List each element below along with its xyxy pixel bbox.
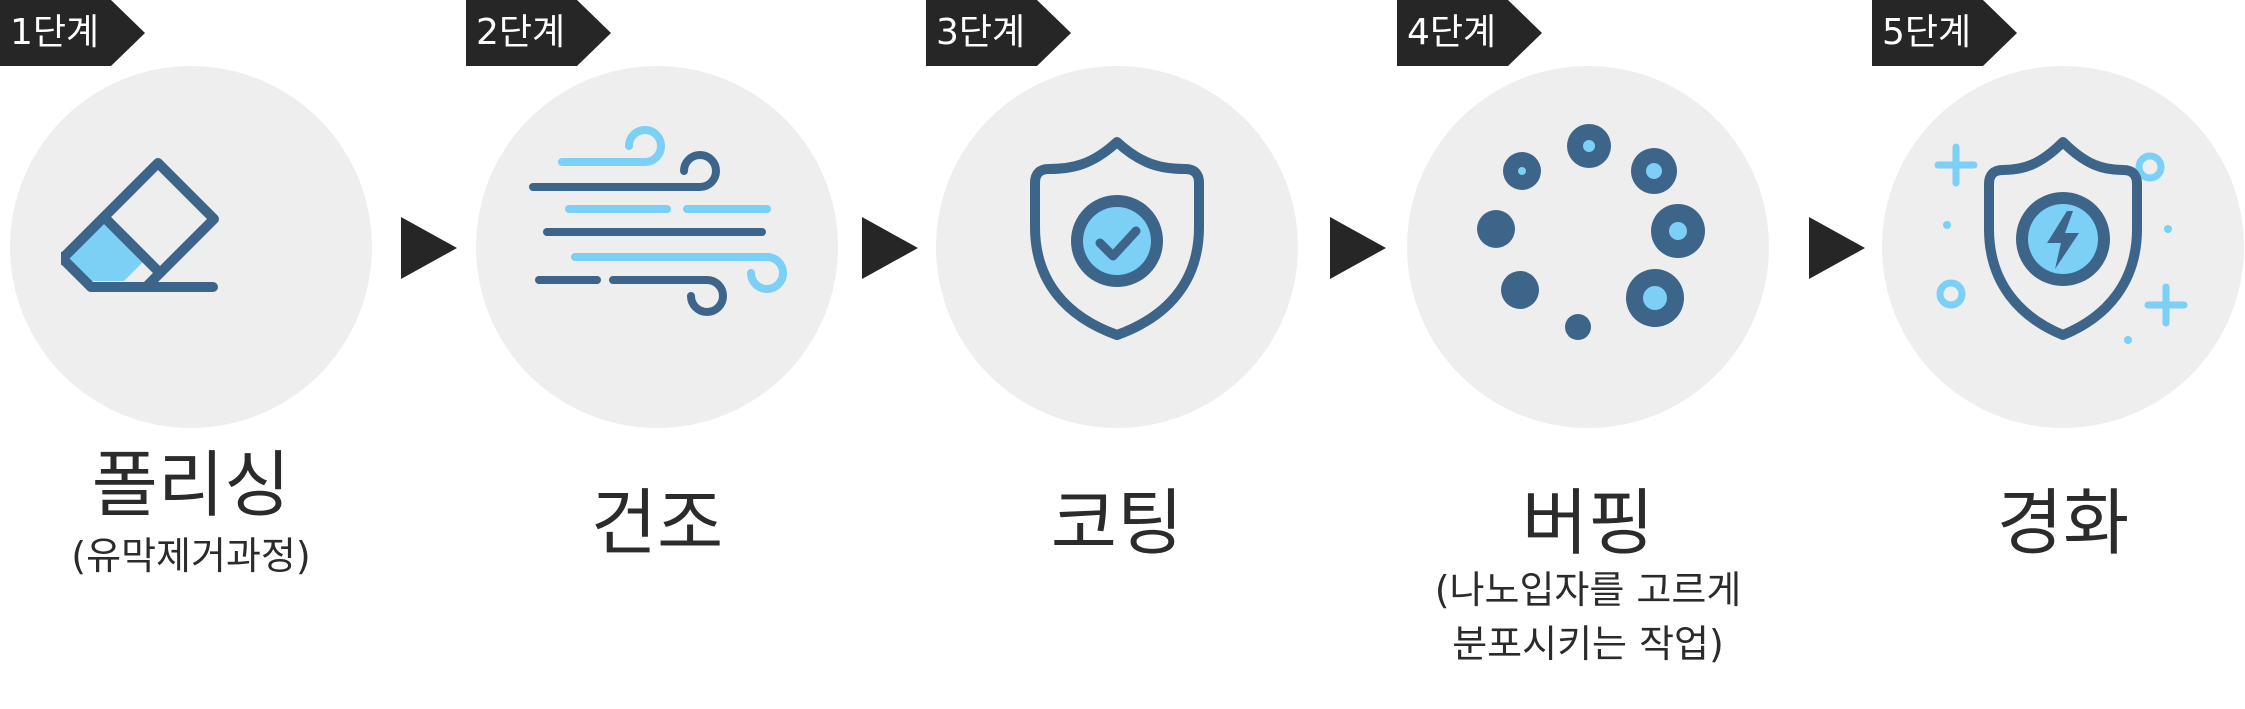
shield-check-icon	[1030, 137, 1204, 340]
eraser-icon	[61, 158, 219, 292]
shield-lightning-icon	[1934, 137, 2188, 344]
step-subtitle-line-2: 분포시키는 작업)	[1452, 622, 1724, 666]
step-5: 5단계 경화	[1872, 0, 2244, 709]
icon-circle	[476, 66, 838, 428]
step-title: 건조	[590, 481, 724, 565]
arrow-right-icon	[401, 217, 457, 279]
step-3: 3단계 코팅	[926, 0, 1298, 709]
step-tag: 1단계	[0, 0, 146, 66]
icon-circle	[1882, 66, 2244, 428]
step-tag: 4단계	[1397, 0, 1543, 66]
step-title: 경화	[1996, 481, 2130, 565]
wind-icon	[529, 126, 787, 316]
arrow-right-icon	[1809, 217, 1865, 279]
step-title: 버핑	[1521, 481, 1655, 565]
step-subtitle-line-1: (나노입자를 고르게	[1434, 568, 1742, 612]
icon-circle	[1407, 66, 1769, 428]
step-4: 4단계 버핑 (나노입자를 고르게 분포시키는 작업)	[1397, 0, 1769, 709]
step-tag: 2단계	[466, 0, 612, 66]
icon-circle	[936, 66, 1298, 428]
particles-icon	[1477, 124, 1705, 340]
step-tag: 5단계	[1872, 0, 2018, 66]
step-subtitle-line-1: (유막제거과정)	[71, 534, 311, 578]
step-tag: 3단계	[926, 0, 1072, 66]
step-2: 2단계 건조	[466, 0, 838, 709]
step-1: 1단계 폴리싱 (유막제거과정)	[0, 0, 372, 709]
icon-circle	[10, 66, 372, 428]
arrow-right-icon	[1330, 217, 1386, 279]
step-title: 폴리싱	[91, 443, 291, 527]
step-title: 코팅	[1050, 481, 1184, 565]
arrow-right-icon	[862, 217, 918, 279]
